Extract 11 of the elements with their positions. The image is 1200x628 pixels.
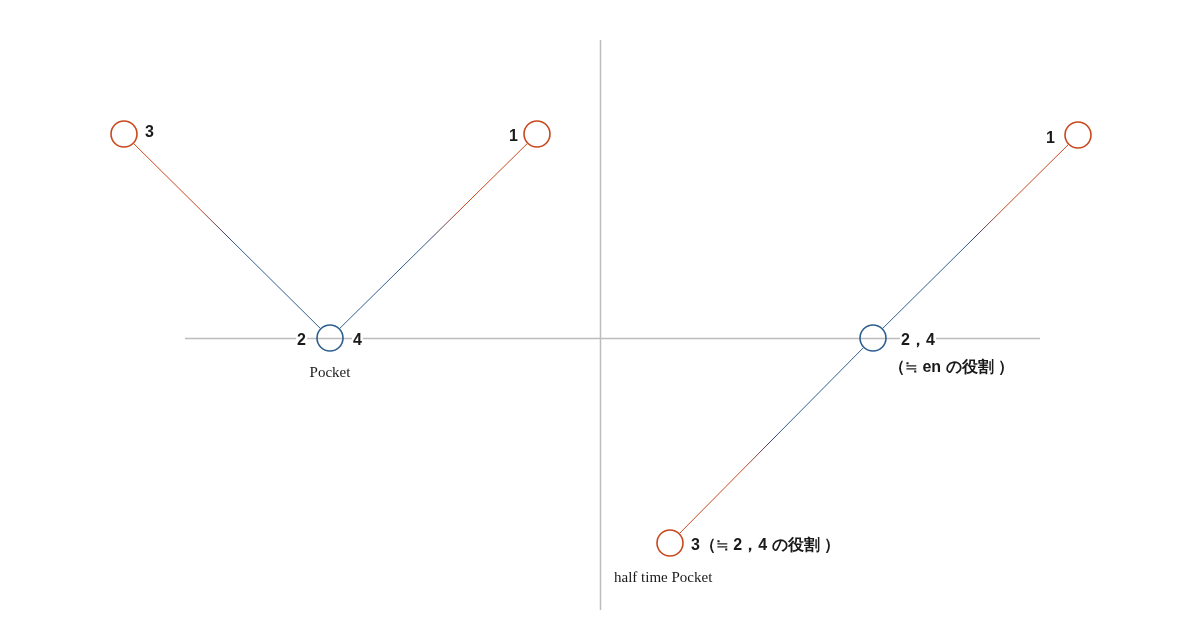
player-circle (656, 529, 684, 557)
position-number: 2，4 (900, 330, 936, 350)
connector-line (679, 347, 864, 534)
player-circle (859, 324, 887, 352)
player-circle (316, 324, 344, 352)
connector-line (133, 143, 321, 329)
connector-line (882, 144, 1069, 329)
player-circle (110, 120, 138, 148)
player-circle (1064, 121, 1092, 149)
player-circle (523, 120, 551, 148)
connector-line (339, 143, 528, 329)
